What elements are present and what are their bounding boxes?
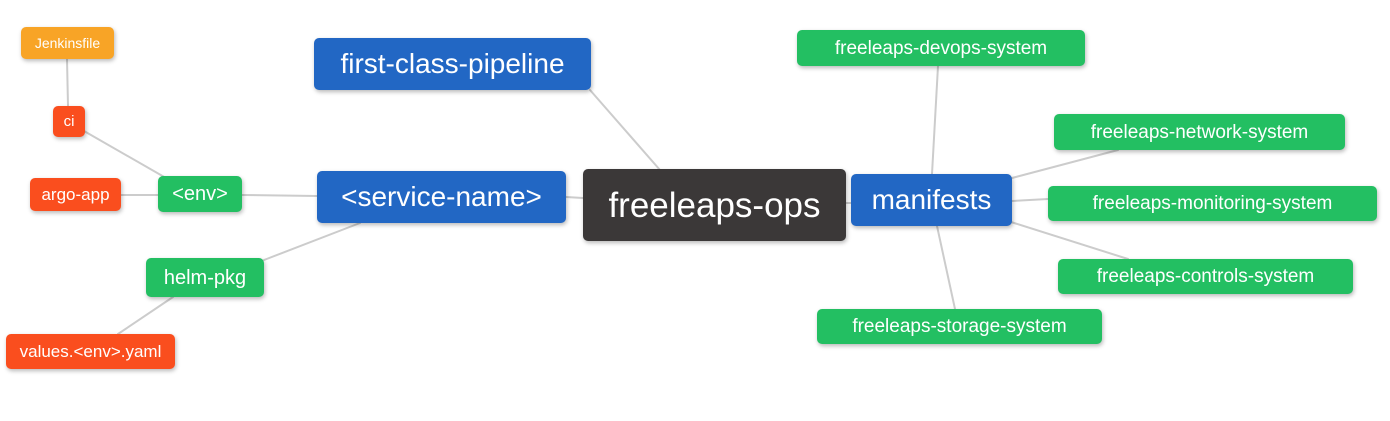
node-freeleaps-devops-system[interactable]: freeleaps-devops-system — [797, 30, 1085, 66]
edge-manifests-to-freeleaps-devops-system — [931, 65, 939, 175]
edge-service-name-to-freeleaps-ops — [565, 196, 584, 199]
edge-manifests-to-freeleaps-network-system — [1011, 149, 1119, 179]
edge-manifests-to-freeleaps-storage-system — [936, 225, 956, 310]
edge-manifests-to-freeleaps-controls-system — [1010, 221, 1129, 260]
node-freeleaps-storage-system[interactable]: freeleaps-storage-system — [817, 309, 1102, 344]
node-freeleaps-monitoring-system[interactable]: freeleaps-monitoring-system — [1048, 186, 1377, 221]
node-first-class-pipeline[interactable]: first-class-pipeline — [314, 38, 591, 90]
edge-manifests-to-freeleaps-monitoring-system — [1011, 198, 1049, 202]
edge-jenkinsfile-to-ci — [66, 58, 69, 107]
node-freeleaps-network-system[interactable]: freeleaps-network-system — [1054, 114, 1345, 150]
node-ci[interactable]: ci — [53, 106, 85, 137]
node-env[interactable]: <env> — [158, 176, 242, 212]
node-helm-pkg[interactable]: helm-pkg — [146, 258, 264, 297]
node-values-env-yaml[interactable]: values.<env>.yaml — [6, 334, 175, 369]
edge-env-to-service-name — [241, 194, 318, 197]
edge-helm-pkg-to-values-env-yaml — [117, 296, 174, 335]
node-freeleaps-ops[interactable]: freeleaps-ops — [583, 169, 846, 241]
edge-first-class-pipeline-to-freeleaps-ops — [589, 89, 661, 171]
node-service-name[interactable]: <service-name> — [317, 171, 566, 223]
node-jenkinsfile[interactable]: Jenkinsfile — [21, 27, 114, 59]
edge-ci-to-env — [83, 130, 167, 179]
node-manifests[interactable]: manifests — [851, 174, 1012, 226]
node-freeleaps-controls-system[interactable]: freeleaps-controls-system — [1058, 259, 1353, 294]
edge-service-name-to-helm-pkg — [263, 222, 361, 261]
node-argo-app[interactable]: argo-app — [30, 178, 121, 211]
